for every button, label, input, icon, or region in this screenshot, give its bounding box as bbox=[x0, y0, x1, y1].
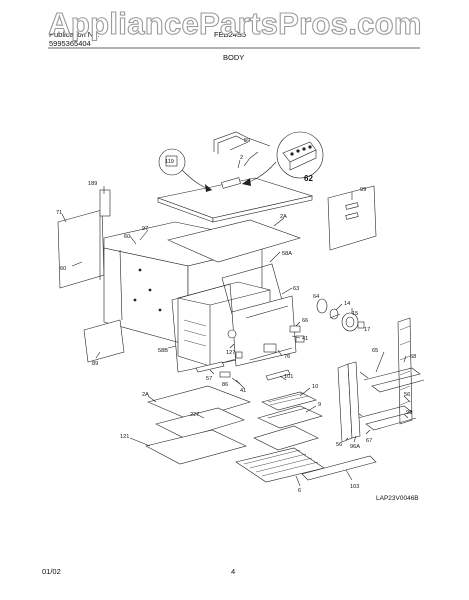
callout-56-left: 56 bbox=[336, 442, 342, 448]
part-64 bbox=[316, 298, 328, 314]
callout-41-upper: 41 bbox=[302, 336, 308, 342]
callout-127: 127 bbox=[226, 350, 235, 356]
callout-121: 121 bbox=[120, 434, 129, 440]
broil-pan-9 bbox=[257, 405, 323, 429]
model-number: FEB24S5 bbox=[214, 30, 247, 39]
side-panel-71 bbox=[57, 209, 105, 289]
callout-99: 99 bbox=[360, 187, 366, 193]
callout-2A-top: 2A bbox=[280, 214, 287, 220]
callout-97: 97 bbox=[142, 226, 148, 232]
callout-86: 86 bbox=[222, 382, 228, 388]
callout-59: 59 bbox=[244, 138, 250, 144]
pan-bottom bbox=[253, 425, 319, 451]
switch-66 bbox=[289, 325, 301, 333]
callout-189: 189 bbox=[88, 181, 97, 187]
callout-68: 68 bbox=[410, 354, 416, 360]
callout-60-lower: 60 bbox=[60, 266, 66, 272]
callout-62: 62 bbox=[304, 174, 313, 183]
hinge-86 bbox=[219, 371, 231, 378]
callout-15: 15 bbox=[352, 311, 358, 317]
bracket-101 bbox=[265, 369, 291, 381]
callout-67: 67 bbox=[366, 438, 372, 444]
callout-2: 2 bbox=[240, 155, 243, 161]
top-bracket bbox=[221, 177, 241, 189]
detail-119-part bbox=[165, 155, 178, 167]
callout-57: 57 bbox=[206, 376, 212, 382]
bottom-trim-103 bbox=[301, 455, 377, 481]
callout-14: 14 bbox=[344, 301, 350, 307]
arrow-62-head bbox=[242, 178, 251, 186]
broil-element-65 bbox=[363, 367, 425, 393]
callout-17: 17 bbox=[364, 327, 370, 333]
bottom-panel-121 bbox=[145, 429, 247, 465]
callout-71: 71 bbox=[56, 210, 62, 216]
callout-labels: 59 2 119 62 189 99 71 97 2A 60 60 58A 63… bbox=[56, 138, 416, 494]
duct-189 bbox=[99, 189, 111, 217]
front-plate-89 bbox=[83, 319, 125, 363]
page-number: 4 bbox=[231, 567, 236, 576]
diagram-id: LAP23V0046B bbox=[376, 495, 419, 502]
broil-pan-10 bbox=[261, 391, 317, 411]
callout-60-upper: 60 bbox=[124, 234, 130, 240]
callout-103: 103 bbox=[350, 484, 359, 490]
bottom-panel-227 bbox=[155, 407, 245, 439]
callout-98: 98 bbox=[406, 410, 412, 416]
part-17 bbox=[357, 321, 365, 329]
callout-227: 227 bbox=[190, 412, 199, 418]
latch-bracket bbox=[263, 343, 277, 353]
publication-number: 5995365404 bbox=[49, 39, 91, 48]
bracket-57 bbox=[195, 361, 225, 373]
insulation-bottom-2A bbox=[147, 385, 251, 421]
part-14 bbox=[329, 308, 339, 320]
callout-10: 10 bbox=[312, 384, 318, 390]
callout-96A: 96A bbox=[350, 444, 360, 450]
vent-tube-inner bbox=[217, 135, 247, 154]
top-panel-edge-2 bbox=[212, 195, 313, 223]
callout-101: 101 bbox=[284, 374, 293, 380]
callout-58A: 58A bbox=[282, 251, 292, 257]
callout-119: 119 bbox=[165, 159, 174, 165]
insulation-top-2A bbox=[167, 219, 301, 263]
callout-9: 9 bbox=[318, 402, 321, 408]
publication-label: Publication No. bbox=[49, 30, 100, 39]
callout-56-right: 56 bbox=[404, 392, 410, 398]
callout-63: 63 bbox=[293, 286, 299, 292]
section-title: BODY bbox=[223, 53, 245, 62]
lamp-socket bbox=[227, 329, 237, 339]
callout-89: 89 bbox=[92, 361, 98, 367]
callout-41-lower: 41 bbox=[240, 388, 246, 394]
rail-96A bbox=[347, 361, 361, 439]
terminal-block-side bbox=[289, 149, 317, 171]
callout-64: 64 bbox=[313, 294, 319, 300]
arrow-119-head bbox=[205, 184, 212, 192]
callout-58B: 58B bbox=[158, 348, 168, 354]
bracket-2 bbox=[243, 151, 259, 167]
callout-66: 66 bbox=[302, 318, 308, 324]
footer-date: 01/02 bbox=[42, 567, 61, 576]
leader-lines bbox=[61, 141, 411, 487]
callout-2A-bottom: 2A bbox=[142, 392, 149, 398]
bake-element-98 bbox=[357, 405, 417, 431]
callout-76: 76 bbox=[284, 354, 290, 360]
door-opening bbox=[231, 295, 297, 367]
callout-65: 65 bbox=[372, 348, 378, 354]
vent-tube bbox=[213, 131, 271, 152]
callout-6: 6 bbox=[298, 488, 301, 494]
